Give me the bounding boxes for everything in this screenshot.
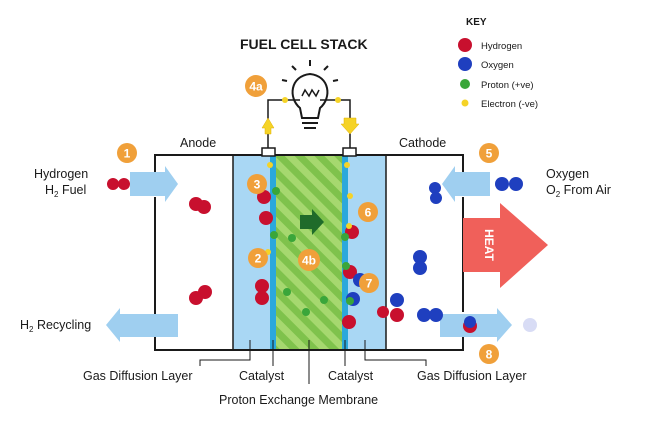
svg-text:8: 8 xyxy=(486,348,493,362)
legend-hydrogen-icon xyxy=(458,38,472,52)
anode-terminal xyxy=(261,147,276,157)
step-badge-6: 6 xyxy=(358,202,378,222)
o2-from-air-label: O2 From Air xyxy=(546,183,611,199)
legend-oxygen-label: Oxygen xyxy=(481,60,514,71)
h2-fuel-label: H2 Fuel xyxy=(45,183,86,199)
legend-oxygen-icon xyxy=(458,57,472,71)
hydrogen-molecules xyxy=(107,178,477,333)
step-badge-1: 1 xyxy=(117,143,137,163)
anode-label: Anode xyxy=(180,136,216,150)
step-badge-8: 8 xyxy=(479,344,499,364)
legend-electron-label: Electron (-ve) xyxy=(481,99,538,110)
legend-proton-icon xyxy=(460,79,470,89)
svg-text:1: 1 xyxy=(124,147,131,161)
svg-text:3: 3 xyxy=(254,178,261,192)
heat-label: HEAT xyxy=(482,229,496,261)
cathode-label: Cathode xyxy=(399,136,446,150)
svg-text:2: 2 xyxy=(255,252,262,266)
key-legend: KEY Hydrogen Oxygen Proton (+ve) Electro… xyxy=(458,17,538,110)
electron-flow-arrow-down-icon xyxy=(340,117,360,135)
heat-arrow: HEAT xyxy=(463,203,548,288)
oxygen-inflow-arrow xyxy=(442,166,490,202)
cathode-terminal xyxy=(342,147,357,157)
svg-text:4b: 4b xyxy=(302,254,316,268)
svg-text:5: 5 xyxy=(486,147,493,161)
callout-lines xyxy=(199,340,427,384)
hydrogen-fuel-label: Hydrogen xyxy=(34,167,88,181)
h2-recycling-label: H2 Recycling xyxy=(20,318,91,334)
lightbulb-icon xyxy=(281,60,339,129)
svg-text:4a: 4a xyxy=(249,80,263,94)
electron-particles xyxy=(265,162,353,255)
legend-proton-label: Proton (+ve) xyxy=(481,80,534,91)
svg-text:6: 6 xyxy=(365,206,372,220)
gas-diffusion-layer-left-label: Gas Diffusion Layer xyxy=(83,369,193,383)
gas-diffusion-layer-right-label: Gas Diffusion Layer xyxy=(417,369,527,383)
step-badge-7: 7 xyxy=(359,273,379,293)
electron-flow-arrow-up-icon xyxy=(261,117,275,135)
oxygen-label: Oxygen xyxy=(546,167,589,181)
proton-exchange-membrane-label: Proton Exchange Membrane xyxy=(219,393,378,407)
svg-text:7: 7 xyxy=(366,277,373,291)
step-badge-2: 2 xyxy=(248,248,268,268)
legend-hydrogen-label: Hydrogen xyxy=(481,41,522,52)
step-badge-4a: 4a xyxy=(245,75,267,97)
catalyst-right-label: Catalyst xyxy=(328,369,374,383)
hydrogen-inflow-arrow xyxy=(130,166,178,202)
step-badge-3: 3 xyxy=(247,174,267,194)
proton-particles xyxy=(270,187,354,316)
key-heading: KEY xyxy=(466,17,487,28)
legend-electron-icon xyxy=(461,99,469,107)
hydrogen-recycling-arrow xyxy=(106,308,178,342)
step-badge-4b: 4b xyxy=(298,249,320,271)
proton-direction-arrow-icon xyxy=(300,209,324,235)
step-badge-5: 5 xyxy=(479,143,499,163)
diagram-title: FUEL CELL STACK xyxy=(240,36,368,52)
catalyst-left-label: Catalyst xyxy=(239,369,285,383)
